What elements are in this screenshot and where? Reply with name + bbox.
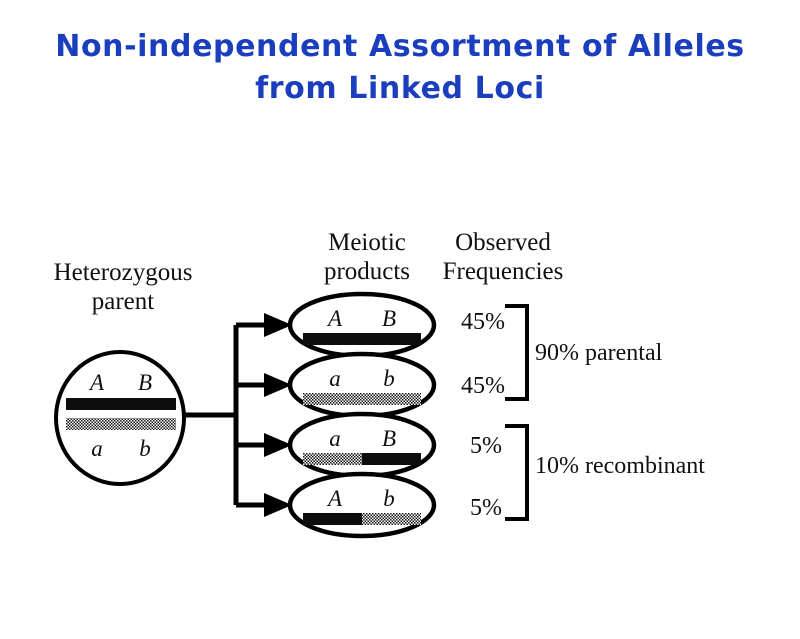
- column-header-meiotic-products: Meiotic products: [323, 229, 411, 285]
- product-4-allele-left: A: [327, 486, 343, 511]
- group-label-parental: 90% parental: [535, 340, 663, 366]
- page-title: Non-independent Assortment of Alleles fr…: [55, 29, 745, 106]
- bracket-recombinant: [505, 424, 529, 521]
- meiotic-product-4: [287, 471, 437, 539]
- product-4-allele-right: b: [383, 486, 395, 511]
- product-chromatid-left-half: [303, 333, 362, 345]
- product-outline: [287, 411, 437, 479]
- product-chromatid-right-half: [362, 513, 421, 525]
- meiotic-product-3: [287, 411, 437, 479]
- product-1-allele-left: A: [327, 306, 343, 331]
- parent-allele-bottom-left: a: [91, 436, 103, 461]
- product-outline: [287, 351, 437, 419]
- product-chromatid-left-half: [303, 393, 362, 405]
- product-chromatid-left-half: [303, 453, 362, 465]
- parent-chromosome-bottom: [66, 418, 176, 430]
- product-chromatid-right-half: [362, 393, 421, 405]
- parent-allele-top-left: A: [89, 370, 105, 395]
- group-label-recombinant: 10% recombinant: [535, 453, 705, 479]
- frequency-product-1: 45%: [461, 309, 505, 335]
- product-outline: [287, 471, 437, 539]
- arrow-to-product-4: [236, 493, 292, 517]
- column-header-parent: Heterozygous parent: [53, 259, 193, 315]
- column-header-observed-frequencies: Observed Frequencies: [442, 229, 564, 285]
- product-2-allele-left: a: [329, 366, 341, 391]
- product-chromatid-right-half: [362, 453, 421, 465]
- arrow-to-product-3: [236, 433, 292, 457]
- frequency-product-2: 45%: [461, 373, 505, 399]
- product-3-allele-left: a: [329, 426, 341, 451]
- product-chromatid-left-half: [303, 513, 362, 525]
- product-1-allele-right: B: [381, 306, 397, 331]
- bracket-parental: [505, 304, 529, 401]
- parent-chromosome-top: [66, 398, 176, 410]
- arrow-to-product-1: [236, 313, 292, 337]
- arrow-to-product-2: [236, 373, 292, 397]
- product-3-allele-right: B: [381, 426, 397, 451]
- product-chromatid-right-half: [362, 333, 421, 345]
- frequency-product-3: 5%: [470, 433, 502, 459]
- product-outline: [287, 291, 437, 359]
- meiotic-product-1: [287, 291, 437, 359]
- parent-allele-bottom-right: b: [139, 436, 151, 461]
- parent-allele-top-right: B: [137, 370, 153, 395]
- product-2-allele-right: b: [383, 366, 395, 391]
- frequency-product-4: 5%: [470, 495, 502, 521]
- meiotic-product-2: [287, 351, 437, 419]
